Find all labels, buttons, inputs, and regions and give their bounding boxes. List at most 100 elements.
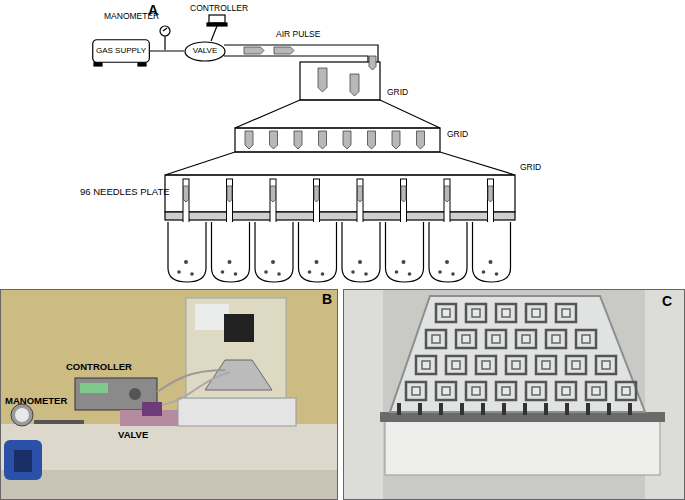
- plate: [385, 420, 660, 475]
- box-outline: [93, 40, 150, 63]
- grid-cell: [616, 382, 636, 400]
- grid-hole: [592, 387, 600, 395]
- part-label: GRID: [387, 88, 408, 97]
- bubble: [315, 260, 319, 264]
- manifold-funnel: [235, 100, 440, 128]
- bubble: [351, 270, 355, 274]
- needle: [502, 403, 506, 415]
- grid-hole: [452, 361, 460, 369]
- grid-hole: [482, 361, 490, 369]
- grid-cell: [456, 330, 476, 348]
- needle: [397, 403, 401, 415]
- grid-hole: [572, 361, 580, 369]
- air-pulse: [343, 131, 351, 149]
- part-label: GRID: [520, 163, 541, 172]
- air-pulse: [274, 47, 294, 54]
- regulator-pipe: [34, 420, 84, 424]
- grid-hole: [512, 361, 520, 369]
- photo-b: [0, 289, 338, 500]
- bubble: [482, 270, 486, 274]
- grid-hole: [442, 309, 450, 317]
- manometer-stem: [164, 36, 165, 50]
- needle: [565, 403, 569, 415]
- grid-hole: [502, 309, 510, 317]
- air-pulse: [417, 131, 425, 149]
- bubble: [190, 272, 194, 276]
- air-pulse: [392, 131, 400, 149]
- grid-hole: [462, 335, 470, 343]
- bubble: [395, 270, 399, 274]
- manifold-bottom: [165, 175, 515, 212]
- bubble: [438, 270, 442, 274]
- bubble: [451, 272, 455, 276]
- grid-cell: [536, 356, 556, 374]
- blue-clamp: [4, 440, 42, 480]
- air-pulse: [368, 131, 376, 149]
- grid-cell: [416, 356, 436, 374]
- bubble: [308, 270, 312, 274]
- part-label: GRID: [447, 130, 468, 139]
- node-label: GAS SUPPLY: [96, 47, 146, 56]
- air-pulse: [445, 186, 450, 202]
- bubble: [264, 270, 268, 274]
- bubble: [271, 260, 275, 264]
- controller-wire: [211, 26, 217, 41]
- part-label: CONTROLLER: [190, 4, 248, 13]
- plexiglass-box: [186, 298, 286, 398]
- manifold-top: [300, 62, 380, 100]
- grid-cell: [596, 356, 616, 374]
- gauge-needle: [163, 28, 167, 31]
- bubble: [221, 270, 225, 274]
- part-label: MANOMETER: [5, 396, 67, 406]
- needle: [418, 403, 422, 415]
- controller-icon: [209, 15, 225, 23]
- bubble: [489, 260, 493, 264]
- grid-hole: [562, 309, 570, 317]
- needle: [439, 403, 443, 415]
- grid-cell: [496, 304, 516, 322]
- part-label: VALVE: [118, 430, 148, 440]
- bubble: [364, 272, 368, 276]
- grid-cell: [466, 382, 486, 400]
- grid-cell: [436, 304, 456, 322]
- well: [212, 222, 250, 282]
- bubble: [445, 260, 449, 264]
- scale-base: [178, 398, 296, 426]
- plate-rim: [380, 412, 665, 422]
- tube: [224, 56, 368, 62]
- air-pulse: [350, 74, 359, 96]
- repeated-parts: [168, 47, 511, 282]
- bubble: [358, 260, 362, 264]
- tube: [162, 372, 230, 405]
- air-pulse: [271, 186, 276, 202]
- air-pulse: [488, 186, 493, 202]
- grid-hole: [472, 309, 480, 317]
- grid-cell: [476, 356, 496, 374]
- plate-top: [165, 212, 515, 220]
- grid-hole: [622, 387, 630, 395]
- gauge-face: [15, 408, 29, 422]
- needle: [544, 403, 548, 415]
- controller-base: [207, 23, 227, 26]
- clamp-inner: [14, 450, 32, 472]
- well: [342, 222, 380, 282]
- grid-hole: [562, 387, 570, 395]
- panel-border: [1, 290, 338, 500]
- air-pulse: [244, 47, 264, 54]
- tube: [157, 370, 225, 392]
- manometer-gauge: [160, 26, 170, 36]
- bubble: [495, 272, 499, 276]
- regulator-gauge: [11, 404, 33, 426]
- grid-cell: [506, 356, 526, 374]
- part-label: MANOMETER: [104, 12, 159, 21]
- needle: [607, 403, 611, 415]
- panel-letter: B: [322, 292, 332, 307]
- grid-hole: [472, 387, 480, 395]
- manifold: [205, 360, 272, 390]
- grid-hole: [602, 361, 610, 369]
- node-label: VALVE: [193, 47, 218, 56]
- air-pulse: [319, 131, 327, 149]
- bubble: [228, 260, 232, 264]
- grid-hole: [542, 361, 550, 369]
